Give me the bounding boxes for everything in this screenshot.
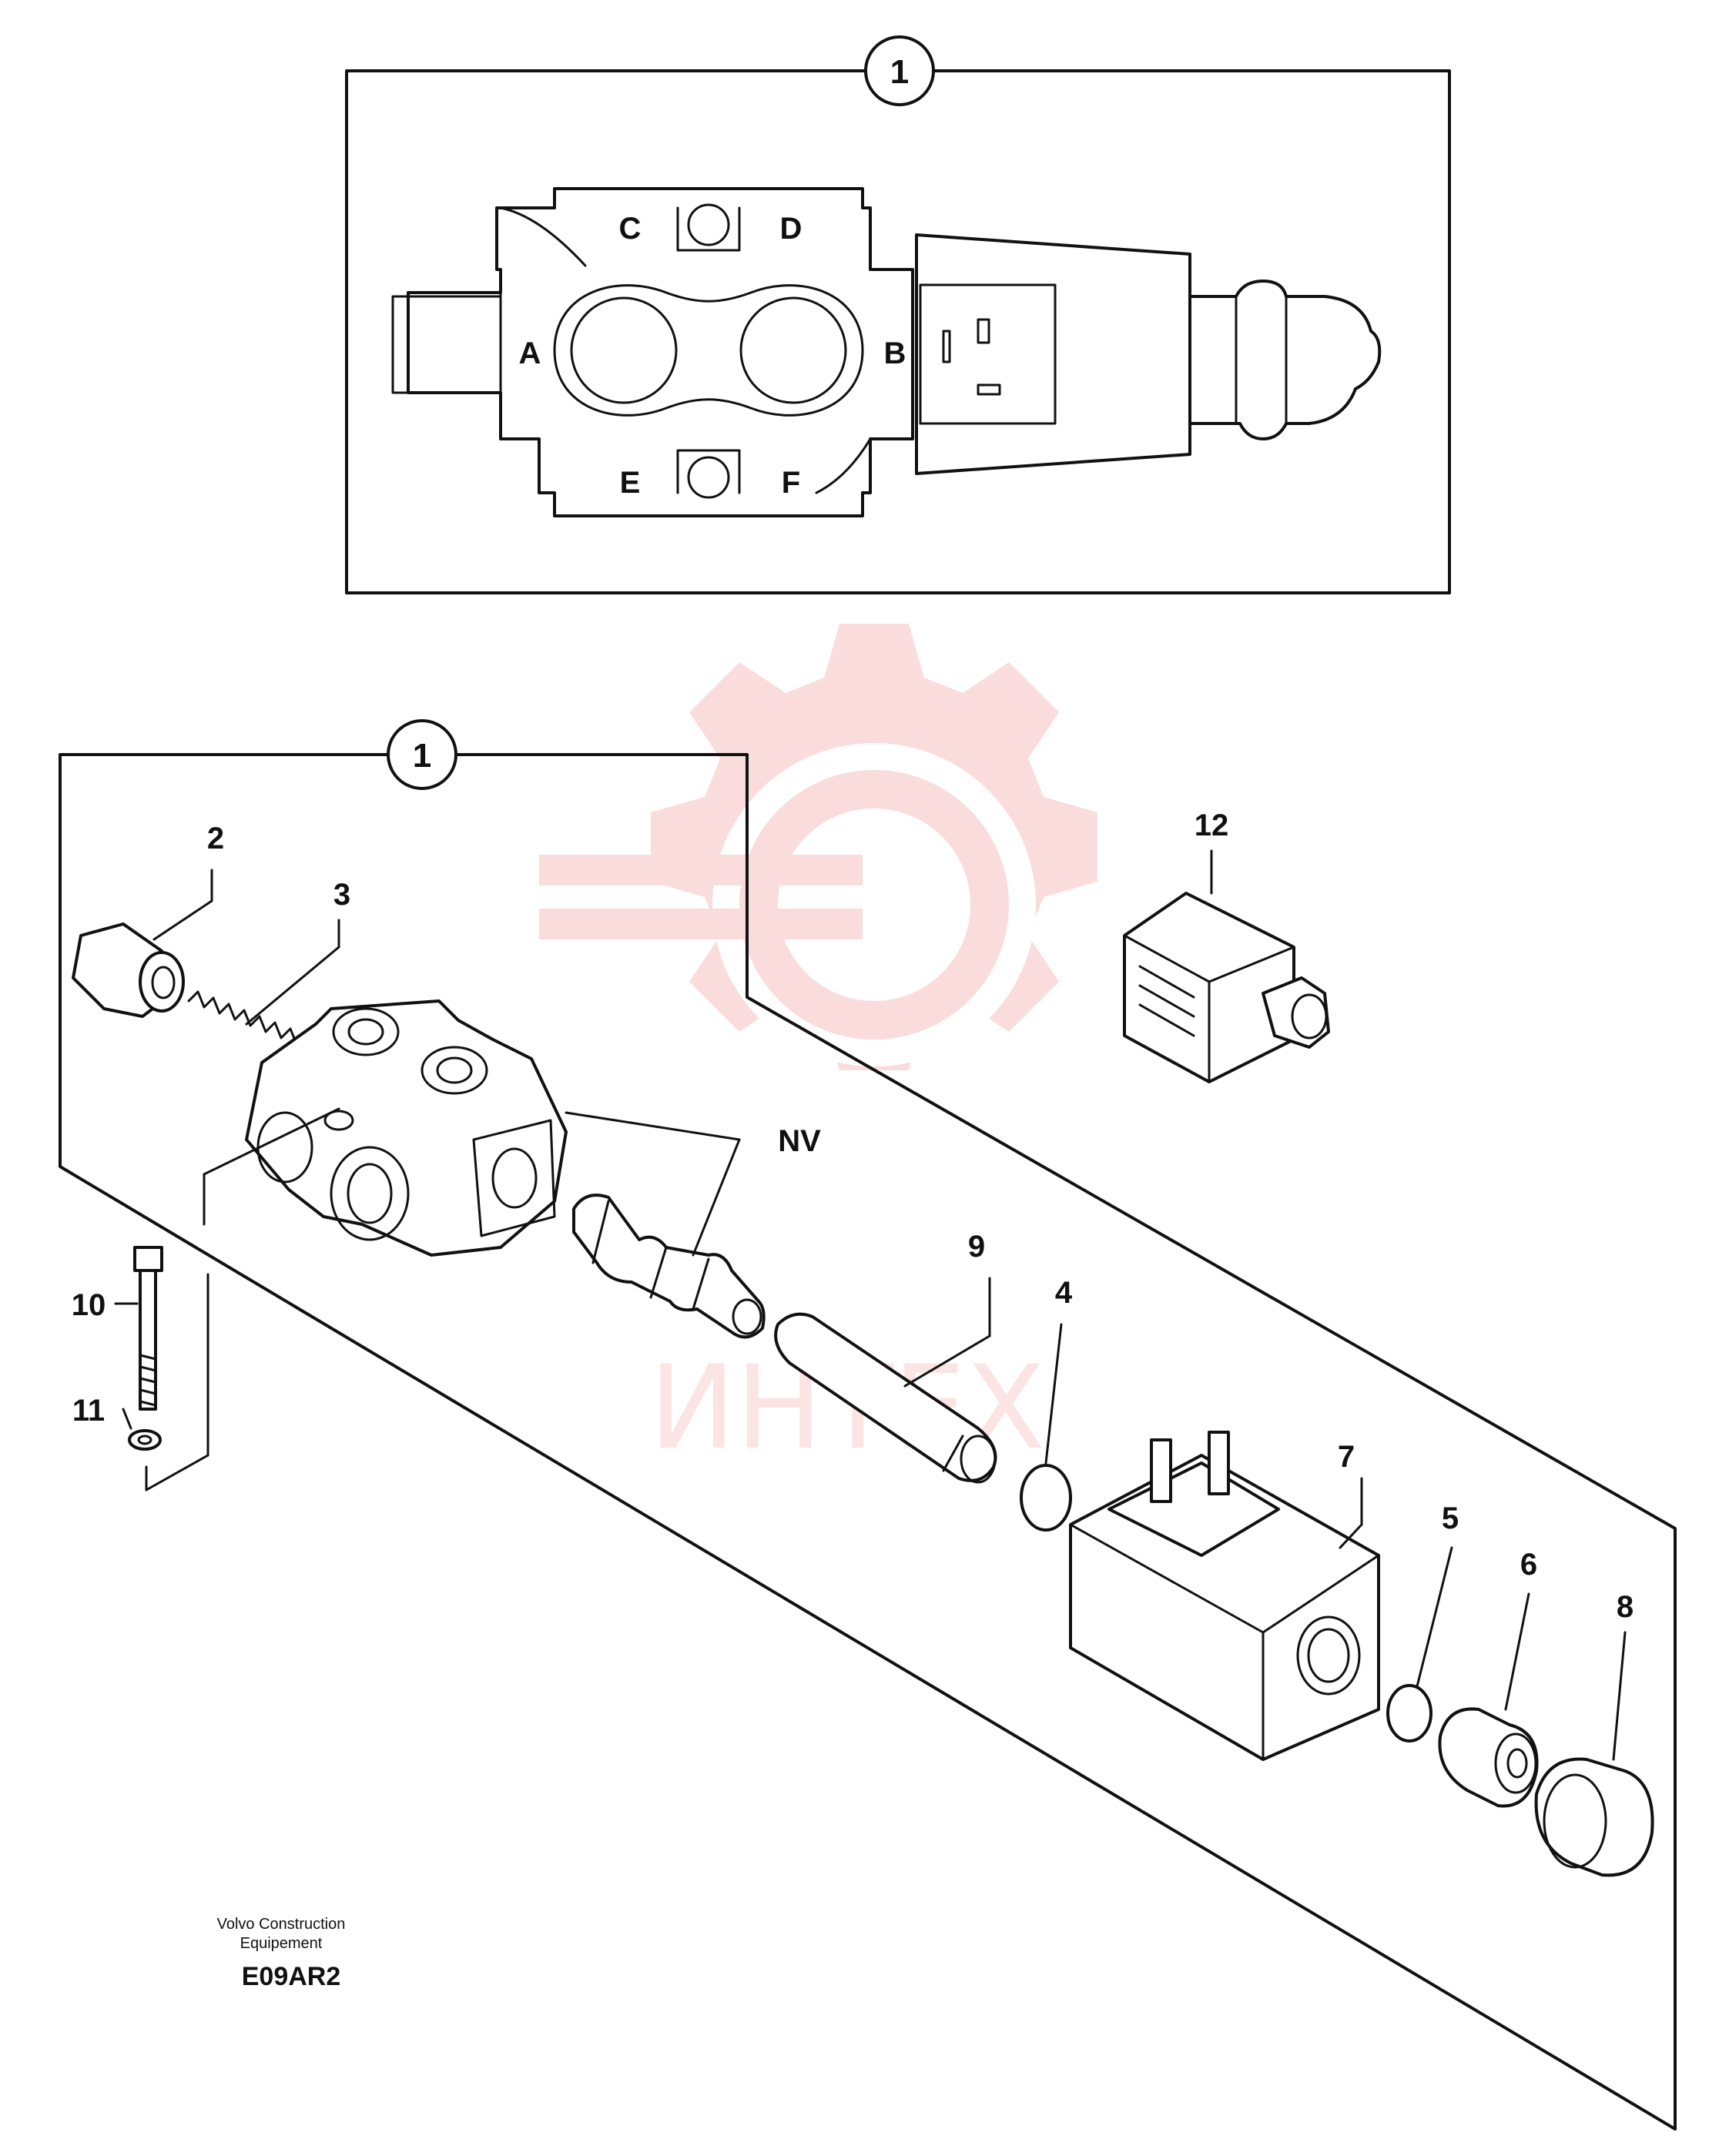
top-view-callout: 1: [890, 53, 909, 91]
port-label-b: B: [884, 336, 906, 370]
label-part-9: 9: [968, 1230, 985, 1264]
part-7-coil: [1069, 1431, 1380, 1761]
part-10-bolt: [133, 1246, 163, 1411]
part-2-nut: [72, 922, 185, 1018]
footer: Volvo Construction Equipement E09AR2: [217, 1916, 346, 1991]
label-part-2: 2: [207, 822, 224, 855]
part-9-tube: [774, 1312, 997, 1484]
top-view: 1 A B C D E F: [345, 35, 1451, 594]
port-b-bore: [739, 296, 847, 404]
part-11-washer: [128, 1429, 162, 1451]
connector-block: [919, 283, 1057, 425]
part-8-knob: [1534, 1757, 1654, 1877]
exploded-view-callout: 1: [413, 737, 431, 775]
footer-brand-line2: Equipement: [240, 1935, 323, 1952]
port-figure8: [553, 284, 864, 417]
footer-code: E09AR2: [242, 1962, 341, 1991]
label-part-4: 4: [1055, 1276, 1073, 1310]
port-label-f: F: [782, 466, 800, 500]
label-part-3: 3: [333, 878, 350, 912]
valve-body-iso: [245, 999, 568, 1257]
label-part-7: 7: [1338, 1440, 1355, 1474]
nv-label: NV: [778, 1124, 821, 1158]
exploded-view-callout-circle: [387, 719, 457, 790]
valve-body: [407, 187, 914, 517]
label-part-5: 5: [1442, 1502, 1459, 1535]
spool: [572, 1194, 766, 1339]
top-view-frame: [345, 69, 1451, 594]
left-end-cap: [391, 295, 502, 394]
port-label-a: A: [519, 336, 541, 370]
part-4-oring: [1020, 1464, 1072, 1532]
part-5-oring: [1386, 1684, 1432, 1743]
top-view-callout-circle: [864, 35, 935, 106]
watermark-logo: [539, 624, 1097, 1070]
port-a-bore: [570, 296, 678, 404]
part-3-spring: [187, 990, 298, 1046]
footer-brand-line1: Volvo Construction: [217, 1916, 346, 1933]
port-label-e: E: [620, 466, 641, 500]
exploded-view-frame: [59, 753, 1677, 2131]
top-bolt: [687, 203, 730, 246]
part-12-connector: [1123, 892, 1330, 1083]
label-part-12: 12: [1195, 808, 1229, 842]
port-label-c: C: [619, 212, 642, 246]
label-part-10: 10: [72, 1288, 106, 1322]
solenoid-housing: [915, 233, 1191, 475]
bottom-bolt: [687, 456, 730, 499]
label-part-8: 8: [1617, 1590, 1634, 1624]
manual-knob: [1188, 280, 1382, 440]
exploded-view: 1: [59, 719, 1677, 2131]
label-part-6: 6: [1520, 1548, 1537, 1582]
port-label-d: D: [780, 212, 803, 246]
label-part-11: 11: [72, 1394, 105, 1428]
part-6-sleeve: [1438, 1707, 1539, 1808]
